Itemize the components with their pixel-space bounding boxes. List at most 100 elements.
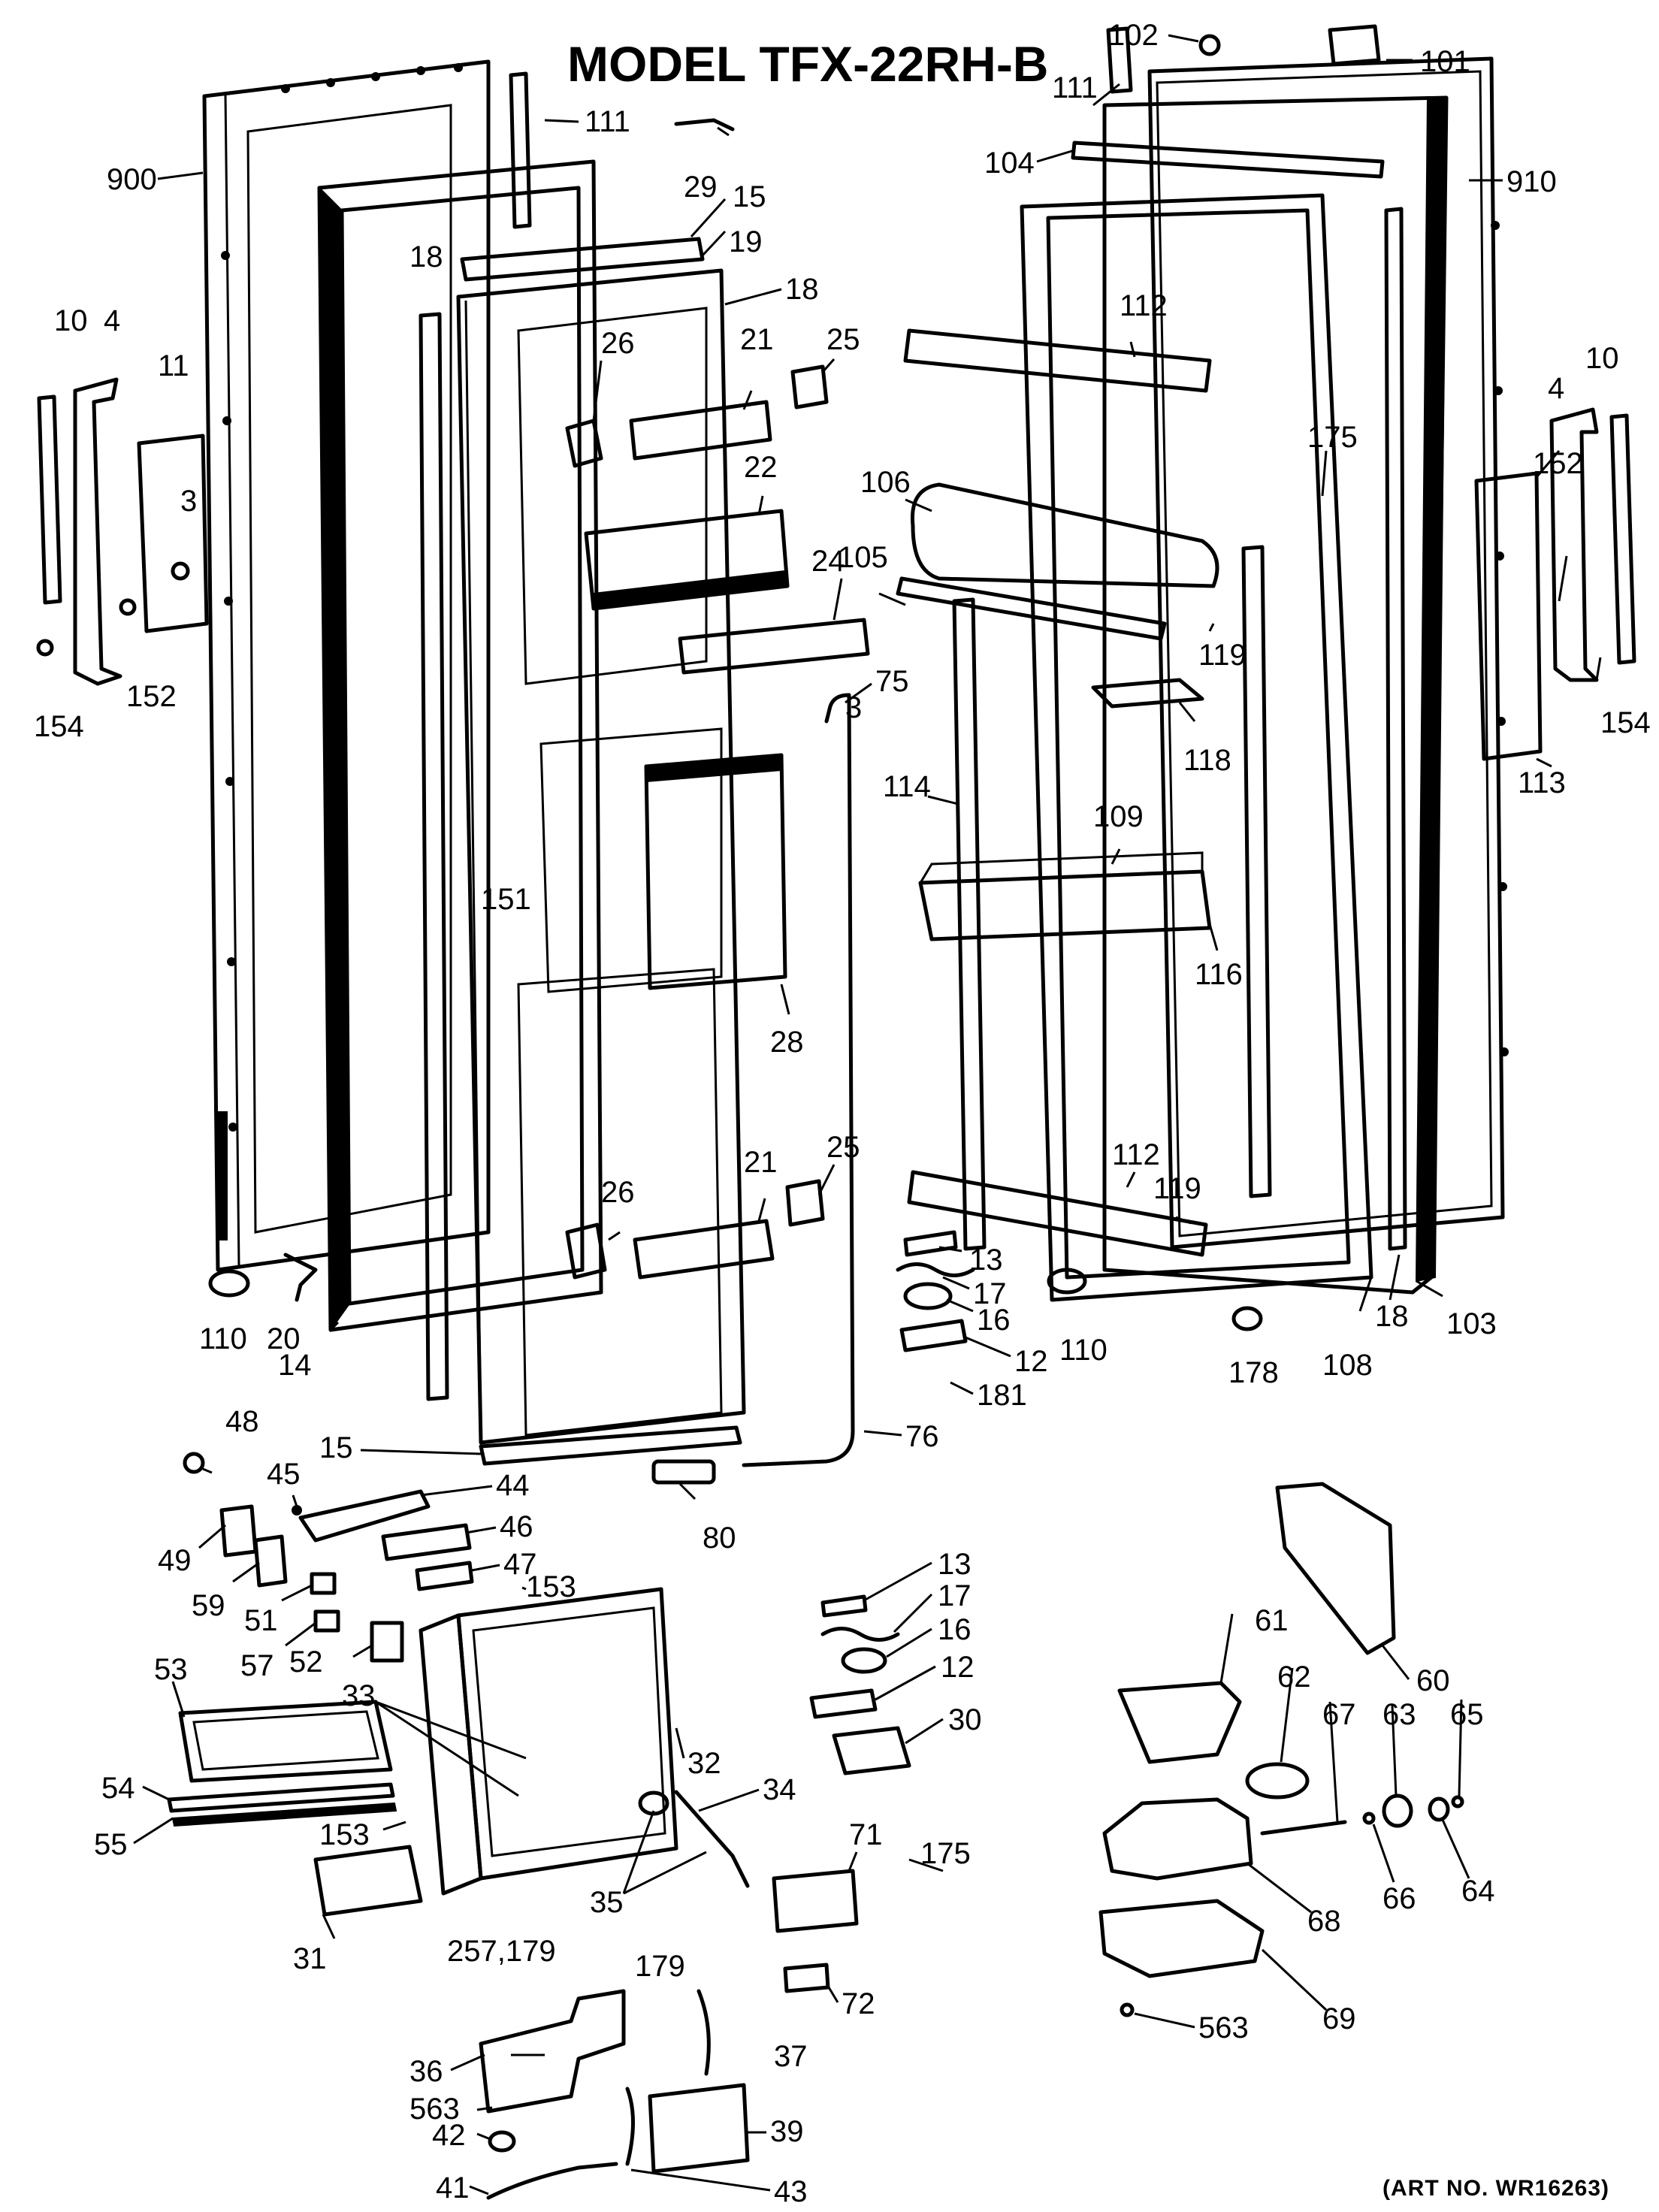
hinge-bar-4-right <box>1549 407 1599 682</box>
callout-76: 76 <box>905 1420 939 1453</box>
clip-25-bottom <box>785 1179 825 1227</box>
strip-111-left <box>509 71 532 229</box>
hinge-bar-4-left <box>73 377 122 686</box>
shelf-bar-112-bottom <box>907 1170 1208 1257</box>
strip-54-55 <box>167 1782 397 1827</box>
callout-179: 179 <box>635 1950 685 1983</box>
callout-110-left: 110 <box>199 1322 247 1355</box>
clip-29 <box>674 118 735 131</box>
callout-15: 15 <box>733 180 766 213</box>
hinge-10-left <box>37 394 62 605</box>
callout-21: 21 <box>740 323 774 356</box>
callout-34: 34 <box>763 1773 796 1806</box>
callout-47: 47 <box>503 1548 537 1581</box>
grommet-42 <box>488 2130 516 2153</box>
bracket-49 <box>219 1504 258 1558</box>
bracket-59 <box>253 1534 288 1588</box>
callout-61: 61 <box>1255 1604 1289 1637</box>
plate-71 <box>772 1869 859 1933</box>
callout-30: 30 <box>948 1703 982 1736</box>
pad-46 <box>381 1523 472 1561</box>
duct-69 <box>1098 1899 1265 1978</box>
callout-119-lower: 119 <box>1153 1172 1201 1205</box>
shelf-rail-15-top <box>460 237 705 282</box>
callout-65: 65 <box>1450 1698 1484 1731</box>
bracket-26-bottom <box>565 1222 607 1280</box>
callout-101: 101 <box>1420 45 1470 78</box>
wire-37 <box>697 1989 711 2076</box>
callout-57: 57 <box>240 1649 274 1682</box>
callout-49: 49 <box>158 1544 192 1577</box>
callout-114: 114 <box>883 770 931 803</box>
hinge-parts-lower <box>809 1594 900 1719</box>
callout-26-lower: 26 <box>601 1176 635 1209</box>
screw-3-left <box>171 561 190 581</box>
callout-110-right: 110 <box>1059 1334 1108 1367</box>
shelf-bar-21-top <box>629 400 772 461</box>
callout-72: 72 <box>842 1987 875 2020</box>
callout-20: 20 <box>267 1322 301 1355</box>
dairy-door-105 <box>896 576 1167 641</box>
hinge-10-right <box>1609 413 1636 665</box>
callout-10-right: 10 <box>1585 342 1619 375</box>
callout-45: 45 <box>267 1458 301 1491</box>
rail-104 <box>1071 141 1385 179</box>
coupling-80 <box>651 1459 716 1485</box>
shelf-bar-112-top <box>903 328 1212 393</box>
callout-80: 80 <box>703 1522 736 1555</box>
bracket-36 <box>479 1989 626 2114</box>
knob-48 <box>183 1452 205 1474</box>
breaker-strip-18-right <box>1384 207 1407 1251</box>
callout-152: 152 <box>126 680 177 713</box>
frame-53 <box>178 1700 393 1783</box>
callout-67: 67 <box>1322 1698 1356 1731</box>
housing-68 <box>1102 1797 1253 1881</box>
breaker-strip-18-left <box>419 312 449 1401</box>
callout-178: 178 <box>1228 1356 1279 1389</box>
callout-18-right: 18 <box>1375 1300 1409 1333</box>
callout-181: 181 <box>977 1379 1027 1412</box>
actuator-44 <box>298 1489 431 1543</box>
plate-72 <box>783 1963 830 1993</box>
callout-13-lower: 13 <box>938 1548 972 1581</box>
dispenser-housing-32 <box>419 1587 678 1896</box>
callout-151: 151 <box>481 883 531 916</box>
callout-257-179: 257,179 <box>447 1935 556 1968</box>
callout-32: 32 <box>687 1747 721 1780</box>
wire-43 <box>625 2087 635 2166</box>
callout-16-lower: 16 <box>938 1613 972 1646</box>
fresh-food-door-gasket-103 <box>1102 95 1449 1295</box>
callout-175: 175 <box>1307 421 1358 454</box>
callout-104: 104 <box>984 147 1035 180</box>
spring-34 <box>674 1790 750 1888</box>
shelf-support-right <box>1241 545 1272 1198</box>
callout-119: 119 <box>1198 639 1247 672</box>
callout-48: 48 <box>225 1405 259 1438</box>
callout-35: 35 <box>590 1886 624 1919</box>
callout-31: 31 <box>293 1942 327 1975</box>
callout-39: 39 <box>770 2115 804 2148</box>
screw-45 <box>292 1505 302 1515</box>
callout-25-lower: 25 <box>826 1131 860 1164</box>
plate-113 <box>1474 471 1543 761</box>
cap-110-right <box>1047 1268 1087 1295</box>
callout-109: 109 <box>1093 800 1144 833</box>
shelf-bar-21-bottom <box>633 1219 775 1280</box>
callout-63: 63 <box>1382 1698 1416 1731</box>
switch-52 <box>370 1621 404 1663</box>
art-number: (ART NO. WR16263) <box>1382 2176 1609 2201</box>
callout-68: 68 <box>1307 1905 1341 1938</box>
callout-18: 18 <box>785 273 819 306</box>
clip-101 <box>1328 24 1381 66</box>
callout-55: 55 <box>94 1828 128 1861</box>
shelf-support-114 <box>952 597 987 1251</box>
screw-563-right <box>1120 2002 1135 2017</box>
callout-41: 41 <box>436 2171 470 2204</box>
callout-53: 53 <box>154 1653 188 1686</box>
callout-113: 113 <box>1518 766 1566 799</box>
callout-75: 75 <box>875 665 909 698</box>
callout-26: 26 <box>601 327 635 360</box>
plate-11 <box>137 434 209 633</box>
shelf-rail-15-bottom <box>479 1425 742 1466</box>
callout-64: 64 <box>1461 1875 1495 1908</box>
